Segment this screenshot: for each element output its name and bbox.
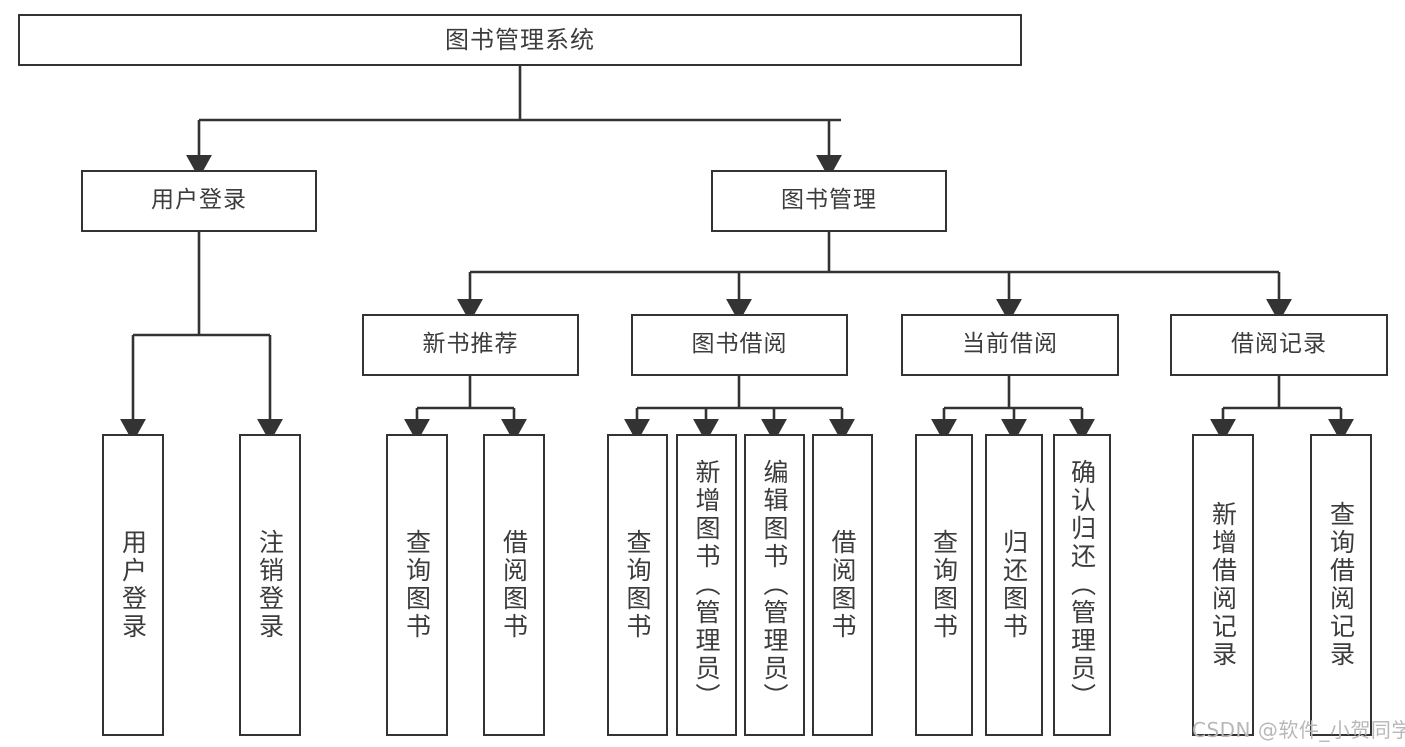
node-user-login-label: 用户登录 bbox=[151, 187, 247, 214]
leaf-return-book[interactable]: 归还图书 bbox=[985, 434, 1043, 736]
leaf-return-book-label: 归还图书 bbox=[999, 529, 1029, 641]
leaf-add-borrow-record-label: 新增借阅记录 bbox=[1208, 501, 1238, 669]
node-borrow-record[interactable]: 借阅记录 bbox=[1170, 314, 1388, 376]
node-current-borrow-label: 当前借阅 bbox=[962, 331, 1058, 358]
leaf-confirm-return-admin-label: 确认归还（管理员） bbox=[1067, 459, 1097, 711]
leaf-confirm-return-admin[interactable]: 确认归还（管理员） bbox=[1053, 434, 1111, 736]
leaf-add-book-admin[interactable]: 新增图书（管理员） bbox=[676, 434, 737, 736]
node-book-management-label: 图书管理 bbox=[781, 187, 877, 214]
node-current-borrow[interactable]: 当前借阅 bbox=[901, 314, 1119, 376]
leaf-user-login[interactable]: 用户登录 bbox=[102, 434, 164, 736]
node-user-login[interactable]: 用户登录 bbox=[81, 170, 317, 232]
leaf-query-book-current-label: 查询图书 bbox=[929, 529, 959, 641]
leaf-query-book-newbook-label: 查询图书 bbox=[402, 529, 432, 641]
leaf-query-book-borrow[interactable]: 查询图书 bbox=[607, 434, 668, 736]
leaf-user-login-label: 用户登录 bbox=[118, 529, 148, 641]
leaf-query-book-current[interactable]: 查询图书 bbox=[915, 434, 973, 736]
leaf-query-book-borrow-label: 查询图书 bbox=[623, 529, 652, 641]
leaf-query-book-newbook[interactable]: 查询图书 bbox=[386, 434, 448, 736]
leaf-logout[interactable]: 注销登录 bbox=[239, 434, 301, 736]
node-root[interactable]: 图书管理系统 bbox=[18, 14, 1022, 66]
leaf-add-book-admin-label: 新增图书（管理员） bbox=[692, 459, 721, 711]
csdn-watermark: CSDN @软件_小贺同学 bbox=[1192, 718, 1405, 742]
leaf-borrow-book-newbook[interactable]: 借阅图书 bbox=[483, 434, 545, 736]
leaf-edit-book-admin-label: 编辑图书（管理员） bbox=[760, 459, 789, 711]
node-book-borrow[interactable]: 图书借阅 bbox=[631, 314, 848, 376]
node-book-borrow-label: 图书借阅 bbox=[691, 331, 788, 358]
leaf-borrow-book-label: 借阅图书 bbox=[828, 529, 857, 641]
node-borrow-record-label: 借阅记录 bbox=[1231, 331, 1327, 358]
leaf-borrow-book[interactable]: 借阅图书 bbox=[812, 434, 873, 736]
node-new-book-recommend[interactable]: 新书推荐 bbox=[362, 314, 579, 376]
node-new-book-recommend-label: 新书推荐 bbox=[422, 331, 519, 358]
node-book-management[interactable]: 图书管理 bbox=[711, 170, 947, 232]
leaf-query-borrow-record[interactable]: 查询借阅记录 bbox=[1310, 434, 1372, 736]
leaf-edit-book-admin[interactable]: 编辑图书（管理员） bbox=[744, 434, 805, 736]
leaf-borrow-book-newbook-label: 借阅图书 bbox=[499, 529, 529, 641]
leaf-query-borrow-record-label: 查询借阅记录 bbox=[1326, 501, 1356, 669]
leaf-logout-label: 注销登录 bbox=[255, 529, 285, 641]
node-root-label: 图书管理系统 bbox=[445, 25, 595, 54]
leaf-add-borrow-record[interactable]: 新增借阅记录 bbox=[1192, 434, 1254, 736]
